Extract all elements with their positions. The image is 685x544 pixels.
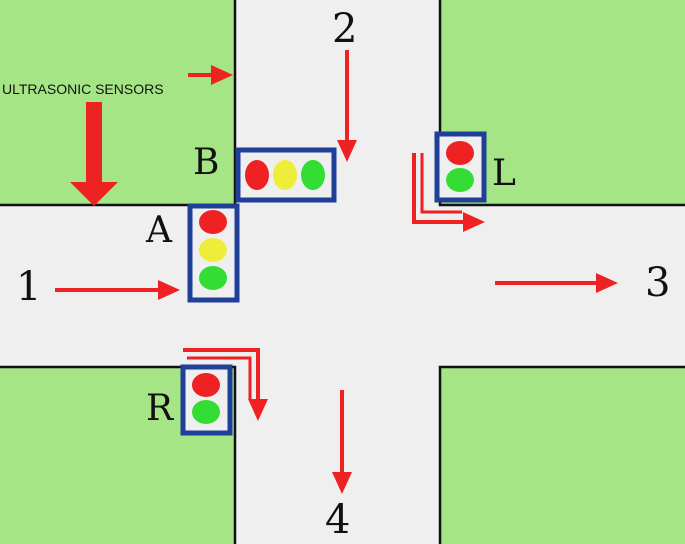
direction-1-label: 1 [16, 264, 41, 310]
signal-r-red-light [192, 373, 220, 397]
direction-4-label: 4 [325, 497, 350, 543]
sensor-label: ULTRASONIC SENSORS [2, 81, 164, 97]
right-turn-arrow [183, 348, 268, 421]
direction-3-label: 3 [645, 260, 670, 306]
grass-bottom-right [440, 367, 685, 544]
signal-b [235, 147, 337, 203]
signal-a-red-light [199, 210, 227, 234]
signal-l-label: L [492, 153, 516, 194]
signal-a-yellow-light [199, 238, 227, 262]
sensor-arrow-down [70, 102, 118, 206]
signal-b-yellow-light [273, 160, 297, 190]
grass-top-left [0, 0, 235, 205]
left-turn-arrow [412, 153, 485, 232]
signal-a [187, 203, 240, 303]
signal-l-green-light [446, 168, 474, 192]
signal-b-label: B [193, 142, 219, 183]
left-turn-arrow-inner [420, 153, 462, 214]
signal-r-green-light [192, 400, 220, 424]
signal-a-green-light [199, 266, 227, 290]
signal-l-red-light [446, 141, 474, 165]
signal-r-label: R [146, 388, 174, 429]
signal-r [180, 364, 233, 436]
signal-a-label: A [145, 210, 173, 251]
signal-b-green-light [301, 160, 325, 190]
signal-l [434, 131, 487, 203]
signal-b-red-light [245, 160, 269, 190]
right-turn-arrow-inner [187, 356, 252, 400]
direction-2-label: 2 [332, 6, 357, 52]
